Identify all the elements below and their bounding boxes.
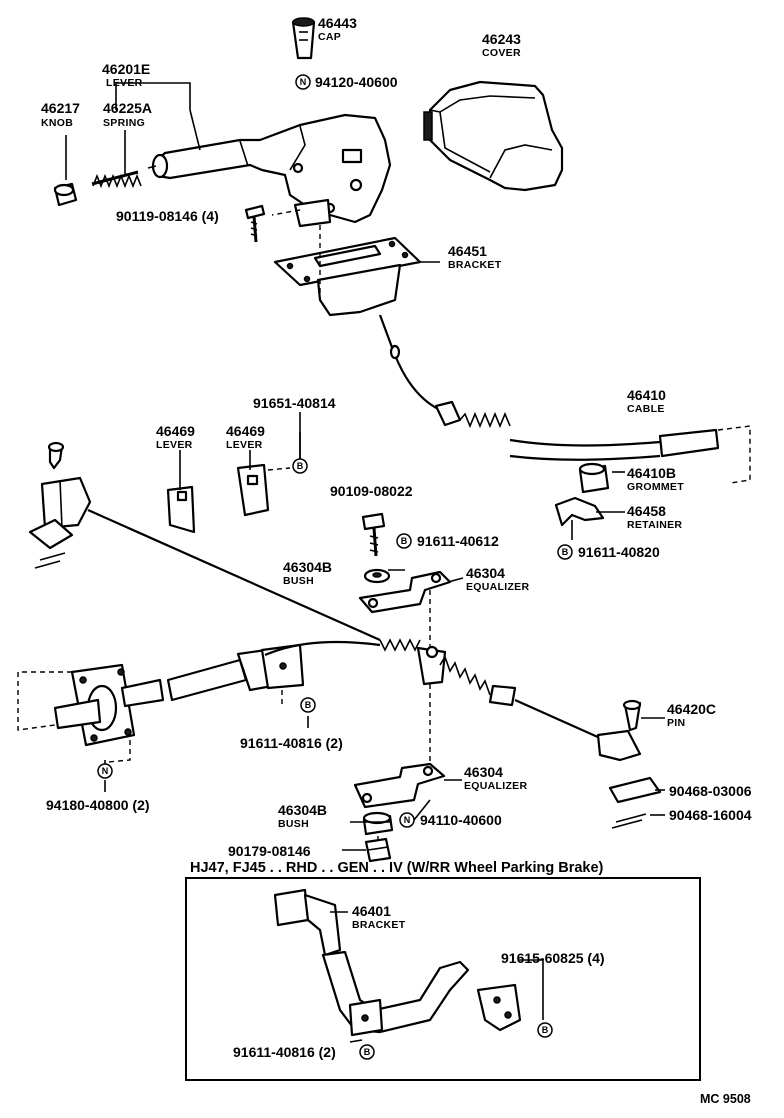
part-number: 46201E xyxy=(102,61,150,77)
part-number: 46217 xyxy=(41,100,80,116)
part-number: 46420C xyxy=(667,701,716,717)
part-number: 90109-08022 xyxy=(330,483,413,499)
marker-b: B xyxy=(364,1047,371,1057)
part-labels: 46443 CAP 46243 COVER 46201E LEVER 46217… xyxy=(41,15,752,1060)
part-name: BUSH xyxy=(283,575,314,587)
center-cable-drawing xyxy=(166,638,601,740)
marker-b: B xyxy=(297,461,304,471)
part-name: LEVER xyxy=(106,77,143,89)
part-number: 91611-40820 xyxy=(578,544,660,560)
part-name: RETAINER xyxy=(627,519,682,531)
left-flange-drawing xyxy=(17,663,165,763)
part-number: 90468-03006 xyxy=(669,783,752,799)
inset-bracket-drawing xyxy=(273,888,544,1043)
part-number: 94120-40600 xyxy=(315,74,398,90)
knob-drawing xyxy=(53,182,78,207)
part-name: LEVER xyxy=(226,439,263,451)
lever-46469-a-drawing xyxy=(166,485,196,534)
part-name: LEVER xyxy=(156,439,193,451)
part-number: 46469 xyxy=(226,423,265,439)
part-name: COVER xyxy=(482,47,521,59)
part-name: SPRING xyxy=(103,117,145,129)
part-number: 46304 xyxy=(464,764,503,780)
right-rear-drawing xyxy=(596,699,662,829)
part-name: BRACKET xyxy=(448,259,502,271)
rear-cable-left-drawing xyxy=(28,441,381,642)
part-number: 94180-40800 (2) xyxy=(46,797,150,813)
part-number: 46451 xyxy=(448,243,487,259)
part-number: 46469 xyxy=(156,423,195,439)
marker-n: N xyxy=(404,815,411,825)
bolt-90109-drawing xyxy=(361,512,386,557)
marker-b: B xyxy=(542,1025,549,1035)
part-name: KNOB xyxy=(41,117,73,129)
part-number: 46304 xyxy=(466,565,505,581)
part-number: 90468-16004 xyxy=(669,807,752,823)
diagram-code: MC 9508 xyxy=(700,1092,751,1106)
marker-b: B xyxy=(401,536,408,546)
part-number: 46401 xyxy=(352,903,391,919)
cover-drawing xyxy=(423,80,564,192)
part-name: CAP xyxy=(318,31,341,43)
callout-lines xyxy=(65,82,665,851)
equalizer-lower-drawing xyxy=(353,762,446,809)
part-number: 46225A xyxy=(103,100,152,116)
part-number: 46410 xyxy=(627,387,666,403)
part-number: 90179-08146 xyxy=(228,843,311,859)
part-name: PIN xyxy=(667,717,685,729)
marker-n: N xyxy=(300,77,307,87)
part-number: 94110-40600 xyxy=(420,812,502,828)
marker-b: B xyxy=(305,700,312,710)
nut-90179-drawing xyxy=(364,837,392,863)
part-name: BUSH xyxy=(278,818,309,830)
inset-title: HJ47, FJ45 . . RHD . . GEN . . IV (W/RR … xyxy=(190,860,604,876)
lever-46469-b-drawing xyxy=(236,463,291,517)
retainer-drawing xyxy=(554,496,605,527)
part-number: 46443 xyxy=(318,15,357,31)
marker-b: B xyxy=(562,547,569,557)
part-name: CABLE xyxy=(627,403,665,415)
part-number: 46458 xyxy=(627,503,666,519)
part-name: EQUALIZER xyxy=(464,780,527,792)
part-number: 46304B xyxy=(283,559,332,575)
part-number: 91651-40814 xyxy=(253,395,336,411)
bush-46304b-lower-drawing xyxy=(362,811,394,836)
part-number: 46243 xyxy=(482,31,521,47)
spring-drawing xyxy=(91,170,142,189)
bush-46304b-upper-drawing xyxy=(363,568,391,584)
inset-box xyxy=(185,877,701,1081)
lever-drawing xyxy=(147,113,392,228)
part-number: 91615-60825 (4) xyxy=(501,950,605,966)
cap-drawing xyxy=(291,17,316,60)
part-number: 91611-40816 (2) xyxy=(240,735,343,751)
bolt-90119-drawing xyxy=(244,204,266,243)
part-number: 91611-40816 (2) xyxy=(233,1044,336,1060)
cable-46410-drawing xyxy=(378,314,751,484)
bracket-46451-drawing xyxy=(273,236,422,317)
part-name: EQUALIZER xyxy=(466,581,529,593)
part-number: 46304B xyxy=(278,802,327,818)
part-number: 46410B xyxy=(627,465,676,481)
marker-n: N xyxy=(102,766,109,776)
grommet-drawing xyxy=(578,462,610,494)
part-number: 91611-40612 xyxy=(417,533,499,549)
part-number: 90119-08146 (4) xyxy=(116,208,219,224)
circle-markers: N B B B B N N B B xyxy=(97,74,573,1060)
part-name: GROMMET xyxy=(627,481,684,493)
part-name: BRACKET xyxy=(352,919,406,931)
